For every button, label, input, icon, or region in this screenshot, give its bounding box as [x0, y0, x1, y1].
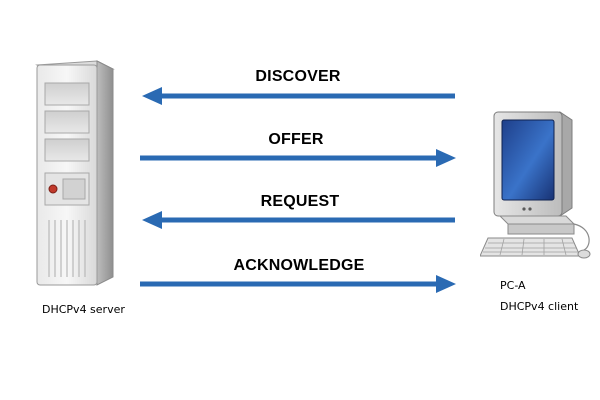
- request-label: REQUEST: [260, 193, 340, 210]
- client-name: PC-A: [500, 279, 526, 292]
- client-label: PC-A DHCPv4 client: [500, 276, 578, 318]
- arrow-discover: [142, 87, 455, 105]
- client-role: DHCPv4 client: [500, 299, 579, 313]
- arrow-acknowledge: [140, 275, 456, 293]
- server-tower-icon: [35, 60, 115, 286]
- server-label: DHCPv4 server: [42, 303, 125, 316]
- acknowledge-label: ACKNOWLEDGE: [233, 257, 365, 274]
- arrow-offer: [140, 149, 456, 167]
- arrow-request: [142, 211, 455, 229]
- desktop-pc-icon: [480, 111, 591, 259]
- offer-label: OFFER: [268, 131, 324, 148]
- discover-label: DISCOVER: [255, 68, 341, 85]
